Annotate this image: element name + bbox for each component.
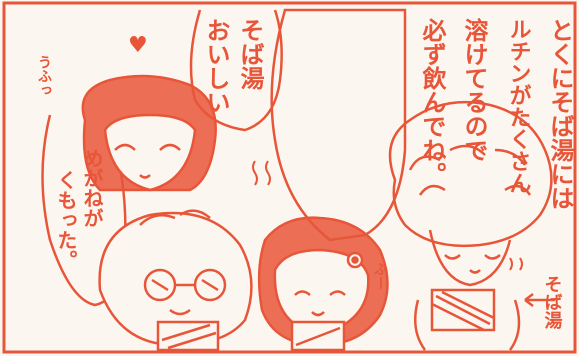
boy-speech-line1: めがねが bbox=[80, 148, 104, 228]
girl-character bbox=[257, 216, 389, 352]
steam-marks bbox=[252, 160, 271, 186]
woman-character bbox=[81, 74, 217, 192]
mother-speech-line2: ルチンがたくさん bbox=[506, 18, 531, 194]
woman-speech-line2: おいしい bbox=[202, 18, 230, 114]
fufu-sfx: うふっ bbox=[36, 55, 52, 97]
mother-character bbox=[388, 100, 553, 351]
arrow-to-bowl bbox=[524, 293, 555, 307]
boy-speech-bubble bbox=[41, 114, 127, 307]
steam-marks-2 bbox=[509, 257, 523, 271]
fu-sfx: ふー bbox=[372, 262, 388, 290]
boy-character bbox=[98, 209, 253, 352]
boy-speech-line2: くもった。 bbox=[54, 170, 78, 270]
mother-speech-line3: 溶けてるので bbox=[460, 17, 488, 162]
mother-speech-bubble bbox=[270, 8, 407, 242]
mother-speech-line4: 必ず飲んでね。 bbox=[418, 18, 447, 186]
sobayu-label: そば湯 bbox=[542, 275, 563, 330]
mother-speech-line1: とくにそば湯には bbox=[546, 18, 574, 210]
heart-symbol: ♥ bbox=[128, 33, 148, 58]
woman-speech-line1: そば湯 bbox=[236, 18, 264, 91]
woman-speech-bubble bbox=[189, 9, 283, 132]
